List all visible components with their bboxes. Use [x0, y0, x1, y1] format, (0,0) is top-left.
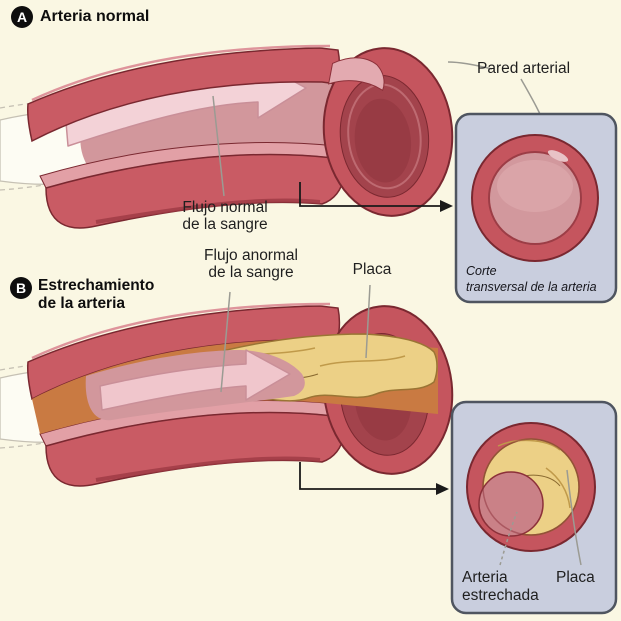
flow-normal-label-line2: de la sangre [182, 216, 268, 233]
narrowed-artery-label-line2: estrechada [462, 587, 539, 604]
cross-section-pointer-arrow [299, 462, 449, 495]
inset-a-caption-line2: transversal de la arteria [466, 280, 597, 294]
wall-shading [95, 198, 321, 224]
plaque-label: Placa [352, 261, 392, 278]
inset-plaque-label: Placa [556, 569, 595, 586]
artery-bottom-wall [45, 411, 346, 487]
artery-bottom-wall [45, 153, 346, 229]
cross-section-inset-narrowed [450, 400, 618, 615]
normal-artery-illustration [0, 44, 454, 229]
panel-a-badge: A [11, 6, 33, 28]
wall-label-leader-line [447, 61, 493, 70]
flow-normal-label-line1: Flujo normal [182, 199, 268, 216]
artery-open-end [322, 47, 454, 217]
plaque-texture [319, 355, 406, 367]
wall-shading [95, 456, 321, 482]
panel-b-badge: B [10, 277, 32, 299]
panel-b-title-line2: de la arteria [38, 295, 126, 312]
wall-highlight [31, 302, 331, 360]
panel-b-title-line1: Estrechamiento [38, 277, 155, 294]
plaque-texture [545, 467, 571, 509]
abnormal-flow-arrow [99, 349, 291, 411]
flow-abnormal-label-line1: Flujo anormal [204, 247, 298, 264]
inner-rim [482, 438, 580, 536]
wall-label: Pared arterial [477, 60, 571, 77]
narrowed-lumen-circle [478, 471, 544, 537]
wall-highlight [31, 44, 331, 102]
plaque-leader-line [365, 284, 371, 359]
flow-normal-leader-line [212, 95, 225, 197]
narrowed-artery-pointer-line [499, 511, 518, 566]
plaque-pointer-line [566, 469, 582, 566]
lumen-highlight [497, 160, 573, 212]
flow-abnormal-label-line2: de la sangre [208, 264, 294, 281]
plaque-texture [497, 439, 561, 451]
cross-section-inset-normal [454, 112, 618, 304]
narrowed-artery-label-line1: Arteria [462, 569, 508, 586]
narrowed-artery-illustration [0, 302, 454, 487]
glint [547, 150, 569, 162]
flow-abnormal-leader-line [220, 291, 231, 393]
inset-a-caption-line1: Corte [466, 264, 497, 278]
panel-a-title: Arteria normal [40, 8, 150, 25]
cross-section-pointer-arrow [299, 182, 453, 212]
